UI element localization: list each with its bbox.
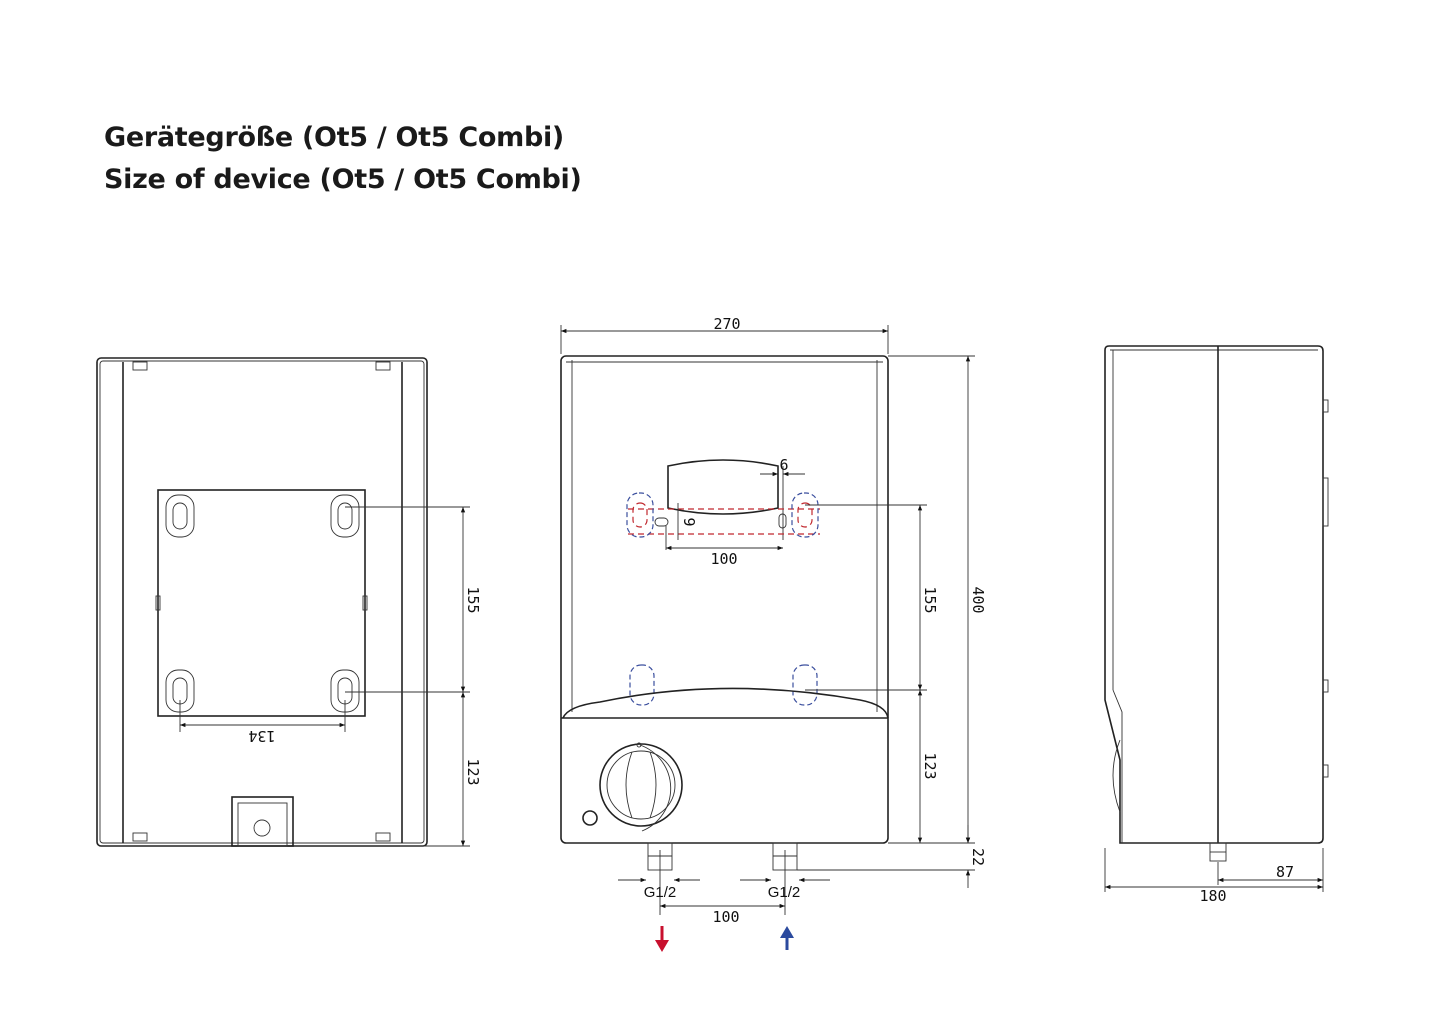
hook-positions [626, 492, 819, 706]
front-dim-22: 22 [969, 848, 987, 866]
front-dim-hook-100: 100 [710, 550, 737, 568]
front-view: 270 6 9 100 [560, 315, 987, 952]
heater-body [560, 355, 889, 844]
pipe-left-label: G1/2 [644, 884, 677, 901]
temperature-dial[interactable] [599, 742, 683, 832]
rear-dim-123: 123 [464, 758, 482, 785]
display-window [667, 459, 779, 515]
rear-view: 155 123 134 [96, 357, 482, 847]
front-dim-155: 155 [921, 586, 939, 613]
rear-dim-134: 134 [248, 727, 275, 745]
front-dim-123: 123 [921, 752, 939, 779]
front-dim-9: 9 [680, 517, 698, 526]
title-german: Gerätegröße (Ot5 / Ot5 Combi) [104, 122, 564, 153]
rear-dim-155: 155 [464, 586, 482, 613]
keyholes [165, 494, 360, 713]
mounting-plate [157, 489, 366, 717]
front-dim-pipe-100: 100 [712, 908, 739, 926]
front-dim-6: 6 [779, 456, 788, 474]
pipe-right-label: G1/2 [768, 884, 801, 901]
hot-water-outlet-arrow-icon [655, 926, 669, 952]
cold-water-inlet-arrow-icon [780, 926, 794, 950]
front-dim-270: 270 [713, 315, 740, 333]
side-dim-180: 180 [1199, 887, 1226, 905]
side-view: 87 180 [1104, 345, 1329, 905]
indicator-lamp [582, 810, 598, 826]
front-dim-400: 400 [969, 586, 987, 613]
side-dim-87: 87 [1276, 863, 1294, 881]
title-english: Size of device (Ot5 / Ot5 Combi) [104, 164, 582, 195]
